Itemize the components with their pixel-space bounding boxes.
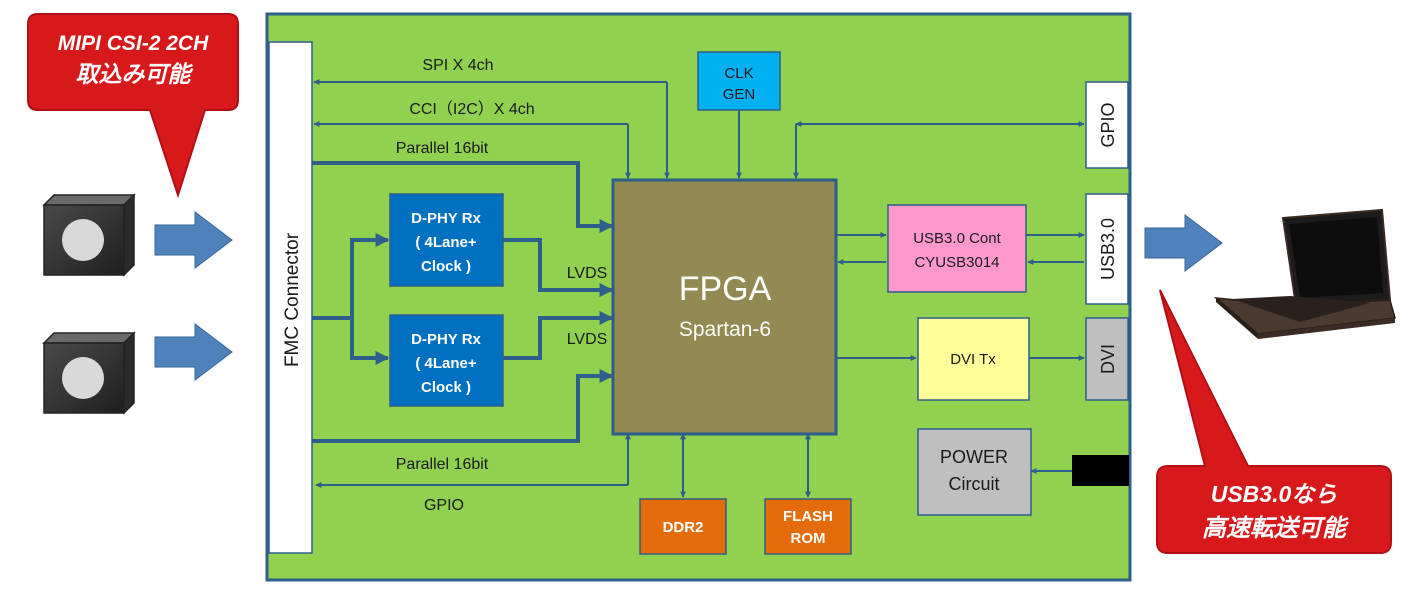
camera-icon [42,193,136,277]
usb-controller-block: USB3.0 Cont CYUSB3014 [887,204,1027,293]
callout-mipi: MIPI CSI-2 2CH 取込み可能 [27,13,239,199]
clk-gen-line2: GEN [723,86,756,103]
dvi-port: DVI [1085,317,1129,401]
signal-label-cci: CCI（I2C）X 4ch [409,100,534,118]
flash-line2: ROM [791,530,826,547]
output-arrow [1144,213,1223,273]
dphy-rx-block: D-PHY Rx ( 4Lane+ Clock ) [389,193,504,287]
fpga-subtitle: Spartan-6 [679,318,771,341]
callout-usb-line2: 高速転送可能 [1202,515,1349,542]
fmc-connector-label: FMC Connector [282,232,303,367]
fpga-title: FPGA [679,270,772,308]
dphy1-line3: Clock ) [421,258,471,275]
callout-usb-line1: USB3.0なら [1211,481,1338,507]
input-arrow [154,210,233,270]
dvi-tx-block: DVI Tx [917,317,1030,401]
gpio-port: GPIO [1085,81,1129,169]
usb-cont-line2: CYUSB3014 [914,254,999,271]
callout-mipi-line1: MIPI CSI-2 2CH [58,32,209,55]
dphy1-line1: D-PHY Rx [411,210,481,227]
dphy-rx-block: D-PHY Rx ( 4Lane+ Clock ) [389,314,504,407]
usb-cont-line1: USB3.0 Cont [913,230,1001,247]
signal-label-parallel-top: Parallel 16bit [396,140,489,157]
laptop-icon [1213,208,1396,339]
fmc-connector [268,41,313,554]
usb30-port-label: USB3.0 [1098,218,1118,280]
flash-rom-block: FLASH ROM [764,498,852,555]
dphy1-line2: ( 4Lane+ [415,234,477,251]
signal-label-lvds-1: LVDS [567,265,608,282]
gpio-port-label: GPIO [1098,102,1118,147]
dphy2-line2: ( 4Lane+ [415,355,477,372]
power-line1: POWER [940,447,1008,467]
dvi-tx-label: DVI Tx [950,351,996,368]
signal-label-gpio-bottom: GPIO [424,497,464,514]
dvi-port-label: DVI [1098,344,1118,374]
ddr2-block: DDR2 [639,498,727,555]
dphy2-line1: D-PHY Rx [411,331,481,348]
power-connector [1072,455,1129,486]
signal-label-parallel-bottom: Parallel 16bit [396,456,489,473]
power-circuit-block: POWER Circuit [917,428,1032,516]
usb30-port: USB3.0 [1085,193,1129,305]
dphy2-line3: Clock ) [421,379,471,396]
callout-usb: USB3.0なら 高速転送可能 [1156,289,1392,554]
ddr2-label: DDR2 [663,519,704,536]
fpga-block: FPGA Spartan-6 [611,178,838,436]
camera-icon [42,331,136,415]
clk-gen-line1: CLK [724,65,753,82]
callout-mipi-line2: 取込み可能 [76,61,194,87]
flash-line1: FLASH [783,508,833,525]
input-arrow [154,322,233,382]
clk-gen-block: CLK GEN [697,51,781,111]
signal-label-lvds-2: LVDS [567,331,608,348]
power-line2: Circuit [948,474,999,494]
signal-label-spi: SPI X 4ch [422,57,493,74]
